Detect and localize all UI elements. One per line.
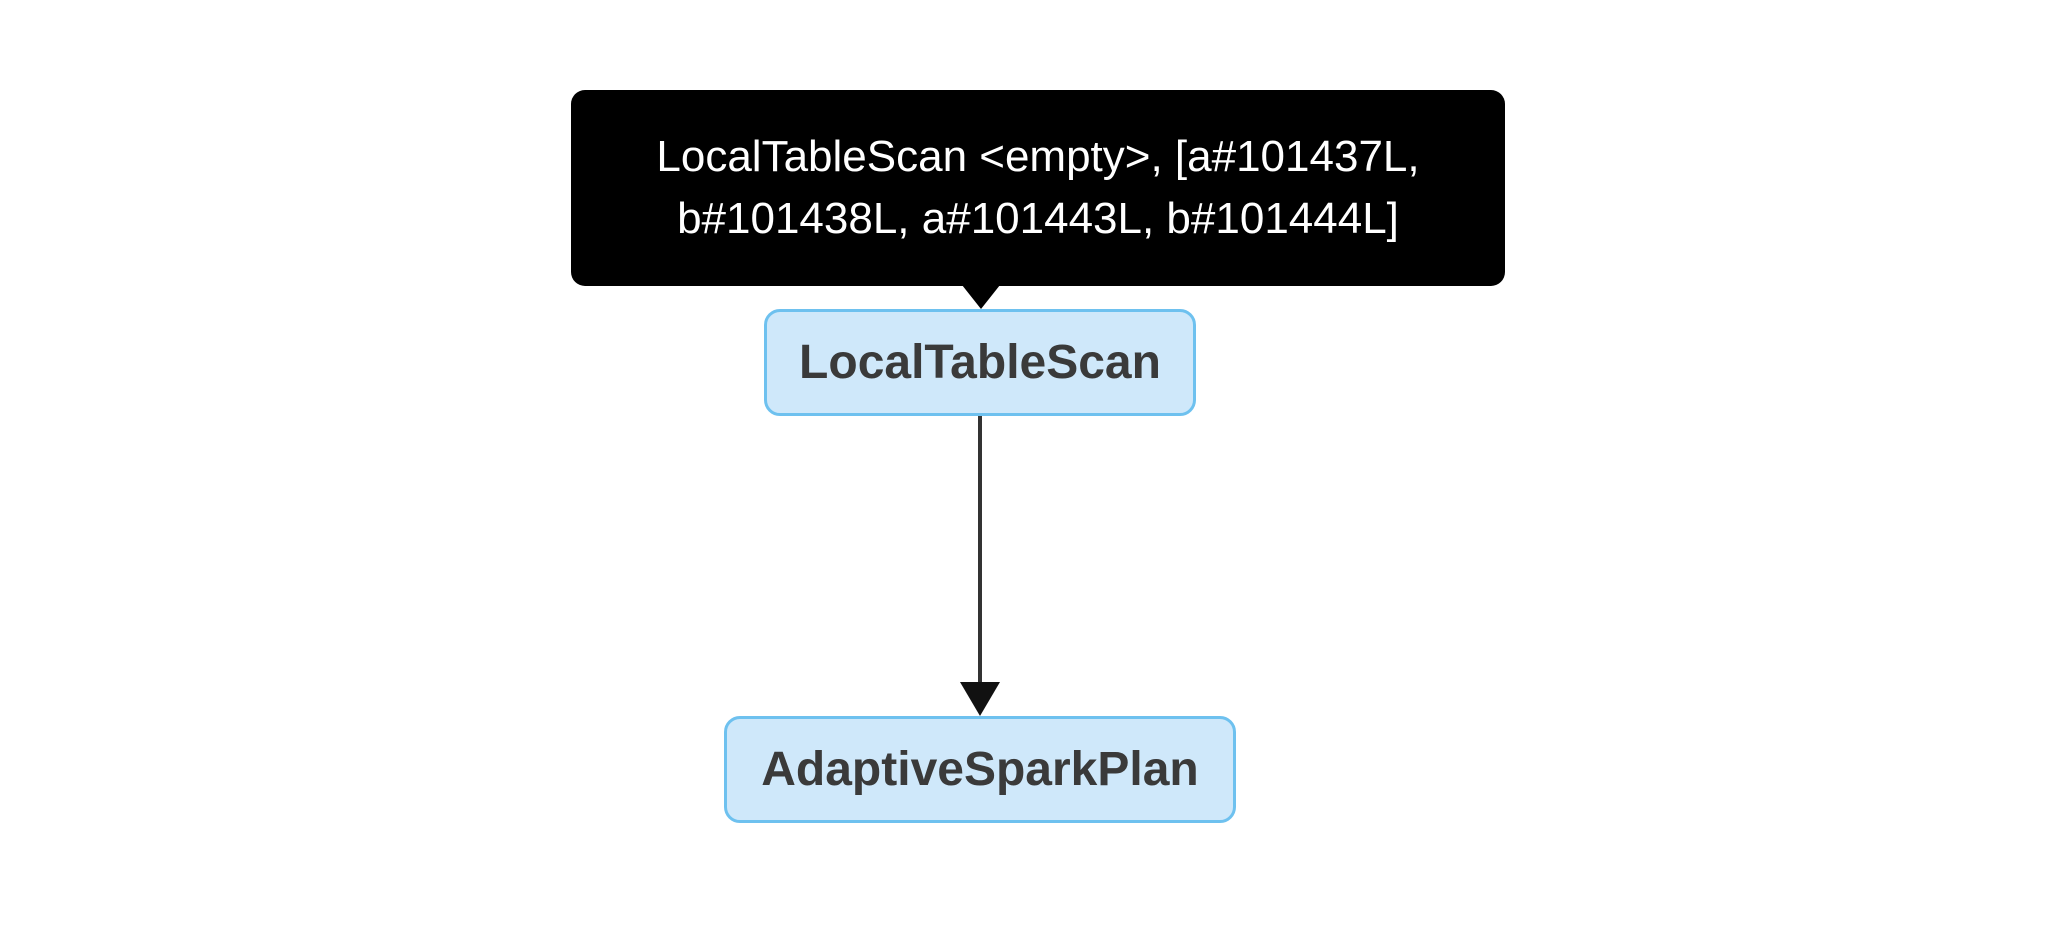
node-local-table-scan[interactable]: LocalTableScan xyxy=(764,309,1196,416)
tooltip-line-2: b#101438L, a#101443L, b#101444L] xyxy=(677,194,1399,243)
tooltip-text: LocalTableScan <empty>, [a#101437L, b#10… xyxy=(656,126,1419,250)
tooltip-pointer xyxy=(962,285,1000,309)
node-label: AdaptiveSparkPlan xyxy=(761,743,1199,796)
node-tooltip: LocalTableScan <empty>, [a#101437L, b#10… xyxy=(571,90,1505,286)
node-label: LocalTableScan xyxy=(799,336,1161,389)
edge-arrowhead xyxy=(960,682,1000,716)
node-adaptive-spark-plan[interactable]: AdaptiveSparkPlan xyxy=(724,716,1236,823)
tooltip-line-1: LocalTableScan <empty>, [a#101437L, xyxy=(656,132,1420,181)
